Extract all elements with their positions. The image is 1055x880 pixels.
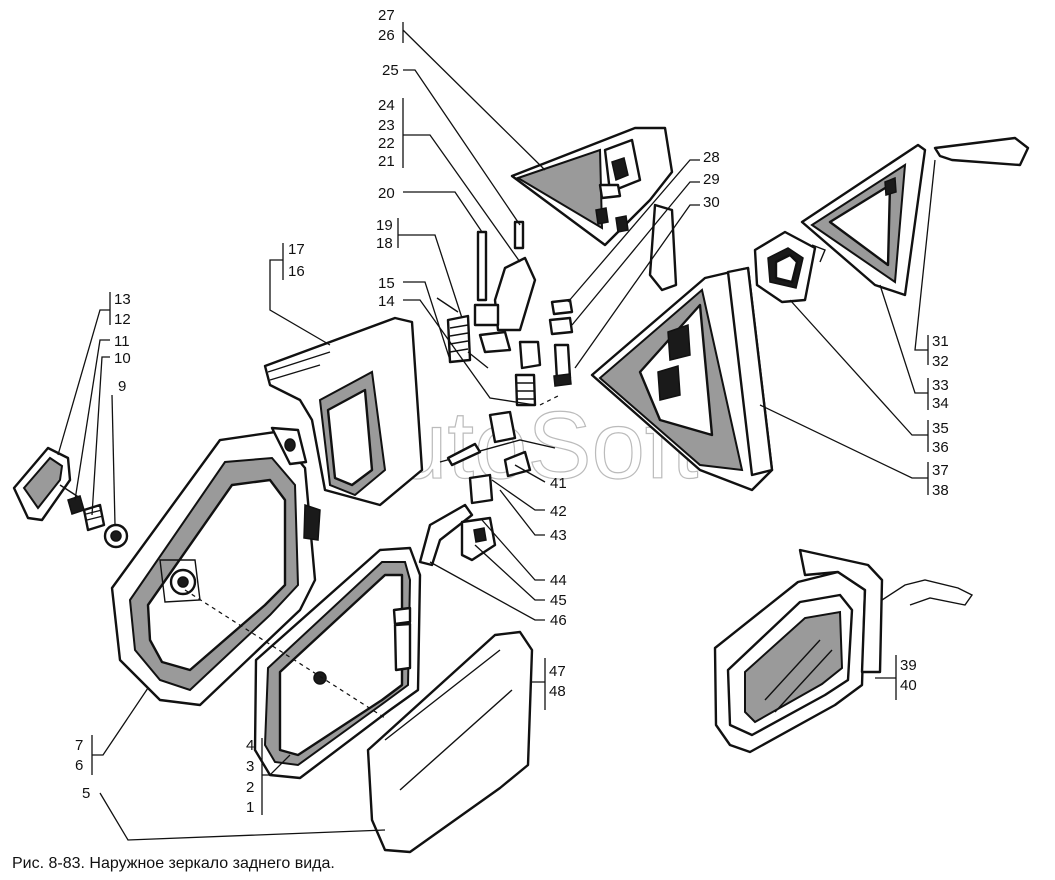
callout-42: 42 bbox=[550, 503, 567, 520]
callout-28: 28 bbox=[703, 149, 720, 166]
body-part-6-7 bbox=[110, 426, 321, 707]
callout-46: 46 bbox=[550, 612, 567, 629]
callout-13: 13 bbox=[114, 291, 131, 308]
callout-25: 25 bbox=[382, 62, 399, 79]
callout-1: 1 bbox=[246, 799, 254, 816]
callout-6: 6 bbox=[75, 757, 83, 774]
callout-14: 14 bbox=[378, 293, 395, 310]
callout-34: 34 bbox=[932, 395, 949, 412]
hinge-assembly bbox=[418, 220, 574, 567]
callout-48: 48 bbox=[549, 683, 566, 700]
callout-11: 11 bbox=[114, 333, 130, 350]
callout-7: 7 bbox=[75, 737, 83, 754]
callout-29: 29 bbox=[703, 171, 720, 188]
leader-lines bbox=[57, 22, 936, 841]
base-part-31-34 bbox=[800, 136, 1030, 297]
callout-18: 18 bbox=[376, 235, 393, 252]
callout-15: 15 bbox=[378, 275, 395, 292]
callout-26: 26 bbox=[378, 27, 395, 44]
callout-31: 31 bbox=[932, 333, 949, 350]
callout-45: 45 bbox=[550, 592, 567, 609]
callout-38: 38 bbox=[932, 482, 949, 499]
callout-43: 43 bbox=[550, 527, 567, 544]
callout-30: 30 bbox=[703, 194, 720, 211]
callout-20: 20 bbox=[378, 185, 395, 202]
callout-37: 37 bbox=[932, 462, 949, 479]
callout-39: 39 bbox=[900, 657, 917, 674]
callout-2: 2 bbox=[246, 779, 254, 796]
gasket-part-35-36 bbox=[753, 230, 826, 304]
glass-part-47-48 bbox=[366, 630, 534, 854]
callout-17: 17 bbox=[288, 241, 305, 258]
callout-10: 10 bbox=[114, 350, 131, 367]
holder-part-1-4 bbox=[253, 546, 422, 780]
callout-36: 36 bbox=[932, 439, 949, 456]
callout-35: 35 bbox=[932, 420, 949, 437]
figure-caption: Рис. 8-83. Наружное зеркало заднего вида… bbox=[12, 855, 335, 872]
callout-40: 40 bbox=[900, 677, 917, 694]
callout-47: 47 bbox=[549, 663, 566, 680]
callout-5: 5 bbox=[82, 785, 90, 802]
callout-12: 12 bbox=[114, 311, 131, 328]
callout-44: 44 bbox=[550, 572, 567, 589]
callout-32: 32 bbox=[932, 353, 949, 370]
callout-41: 41 bbox=[550, 475, 567, 492]
callout-23: 23 bbox=[378, 117, 395, 134]
callout-4: 4 bbox=[246, 737, 254, 754]
assembled-mirror-39-40 bbox=[713, 548, 974, 754]
callout-27: 27 bbox=[378, 7, 395, 24]
callout-labels: 27 26 25 24 23 22 21 20 19 18 17 16 15 1… bbox=[75, 7, 949, 816]
cover-part-25-27 bbox=[510, 126, 678, 292]
callout-9: 9 bbox=[118, 378, 126, 395]
bracket-part-16-17 bbox=[263, 316, 424, 507]
callout-16: 16 bbox=[288, 263, 305, 280]
knob-part-9-13 bbox=[12, 446, 129, 549]
callout-21: 21 bbox=[378, 153, 395, 170]
callout-33: 33 bbox=[932, 377, 949, 394]
callout-19: 19 bbox=[376, 217, 393, 234]
callout-24: 24 bbox=[378, 97, 395, 114]
callout-3: 3 bbox=[246, 758, 254, 775]
callout-22: 22 bbox=[378, 135, 395, 152]
housing-part-37-38 bbox=[590, 266, 774, 492]
